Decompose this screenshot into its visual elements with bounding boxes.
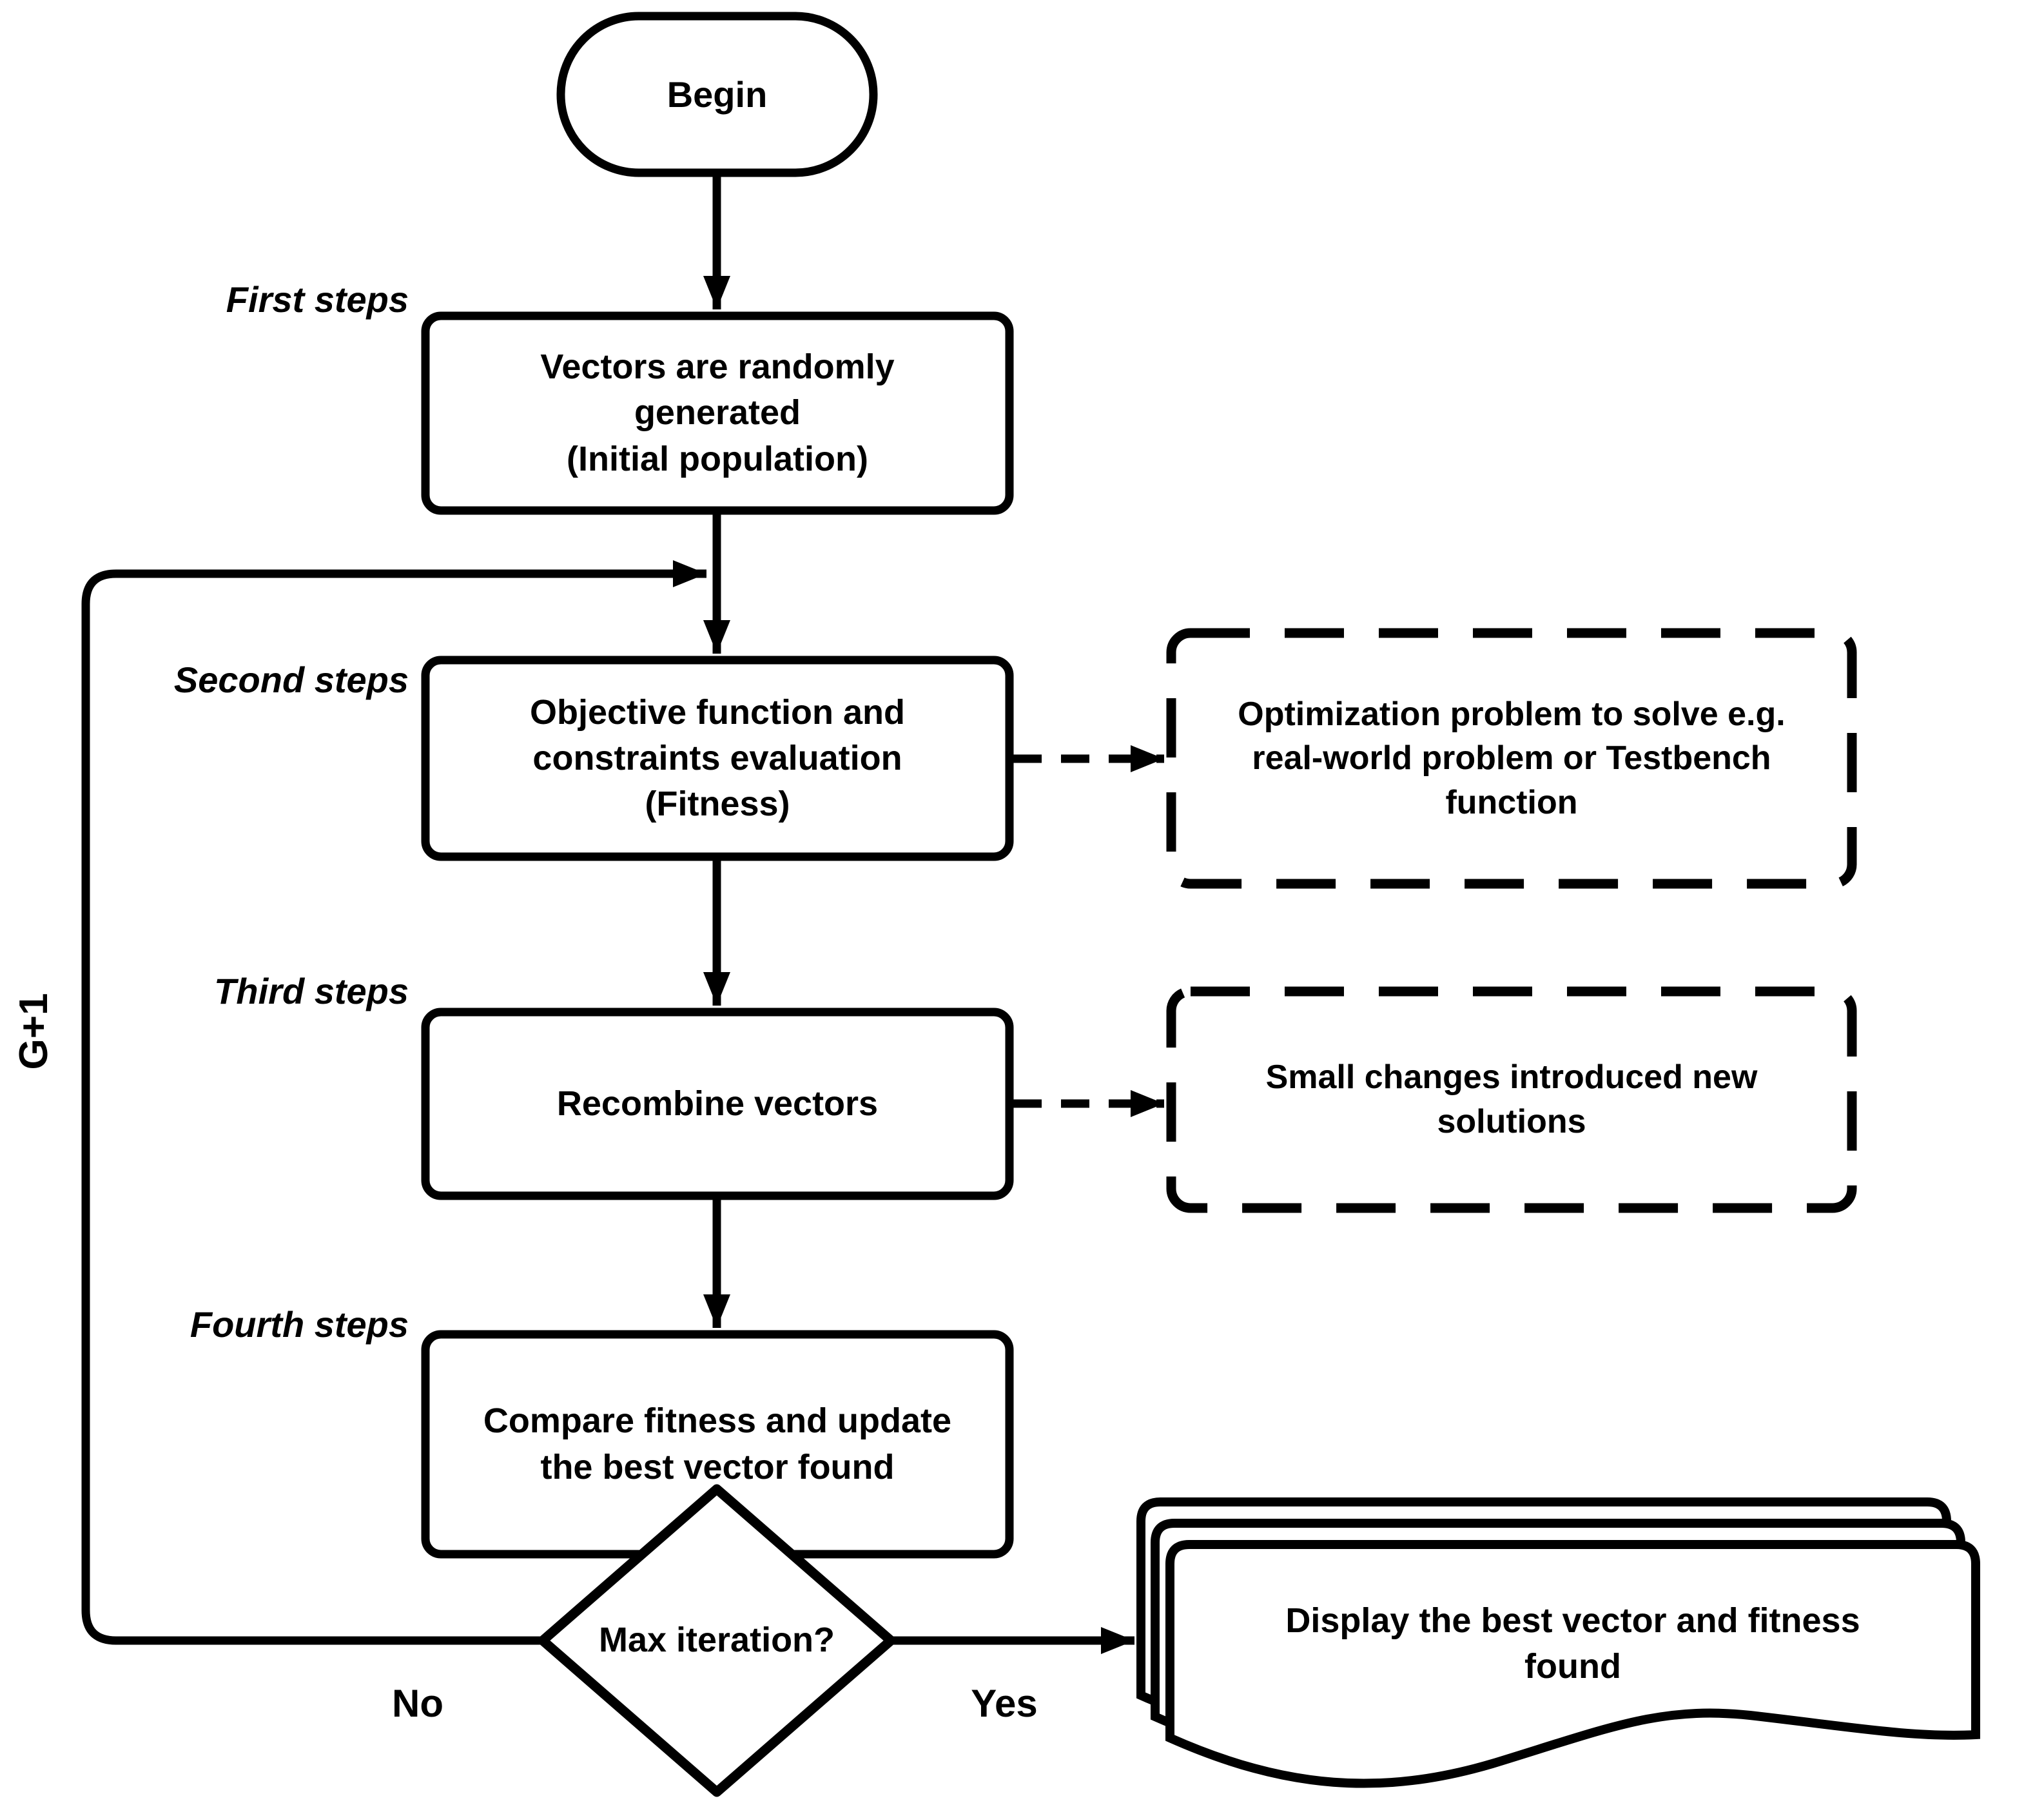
step-label-first: First steps	[226, 279, 409, 320]
begin-label: Begin	[667, 73, 768, 115]
loop-back-connector	[81, 560, 706, 1645]
process-box-initial-population	[421, 311, 1014, 515]
decision-label: Max iteration?	[598, 1621, 835, 1660]
step3-label: Recombine vectors	[556, 1084, 879, 1123]
step2-label: Objective function and constraints evalu…	[529, 692, 906, 824]
yes-branch-label: Yes	[971, 1682, 1038, 1725]
no-branch-label: No	[392, 1682, 443, 1725]
dashed-box-small-changes	[1166, 986, 1857, 1213]
document-label: Display the best vector and fitness foun…	[1285, 1601, 1860, 1686]
annotation-small-changes-label: Small changes introduced new solutions	[1265, 1058, 1758, 1140]
step-label-fourth: Fourth steps	[190, 1304, 409, 1345]
step4-label: Compare fitness and update the best vect…	[483, 1401, 952, 1486]
decision-diamond	[538, 1484, 896, 1797]
process-box-fitness-evaluation	[421, 656, 1014, 861]
begin-node	[556, 12, 878, 177]
document-page-front	[1165, 1540, 1980, 1788]
step-label-third: Third steps	[214, 971, 409, 1011]
dashed-box-optimization-problem	[1166, 628, 1857, 889]
process-box-recombine	[421, 1008, 1014, 1200]
document-stack	[1136, 1497, 1980, 1788]
step1-label: Vectors are randomly generated (Initial …	[540, 347, 895, 478]
annotation-optimization-problem-label: Optimization problem to solve e.g. real-…	[1238, 695, 1786, 821]
loop-counter-label: G+1	[11, 993, 56, 1070]
step-label-second: Second steps	[173, 659, 409, 700]
